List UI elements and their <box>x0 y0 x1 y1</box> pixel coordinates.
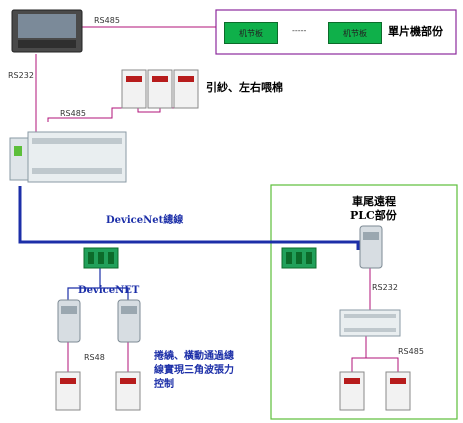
devicenet-tap-left-icon <box>83 247 119 269</box>
remote-plc-frame <box>270 184 458 420</box>
remote-title-line-1: 車尾遠程 <box>352 195 396 208</box>
devicenet-node-left-icon <box>57 299 81 343</box>
bottom-note-line-3: 控制 <box>154 379 174 390</box>
mcu-board-2: 机节板 <box>328 22 382 44</box>
devicenet-bus-label: DeviceNet總線 <box>106 215 184 226</box>
remote-devicenet-node-icon <box>359 225 383 269</box>
yinsha-label: 引紗、左右喂棉 <box>206 81 283 94</box>
inverter-remote-2-icon <box>385 371 411 411</box>
devicenet-drop-right <box>100 287 129 300</box>
remote-title-line-2: PLC部份 <box>350 209 397 222</box>
rs232-left-label: RS232 <box>8 71 34 80</box>
rs485-mid-label: RS485 <box>60 109 86 118</box>
rs232-right-label: RS232 <box>372 283 398 292</box>
bottom-note-line-1: 捲繞、橫動通過總 <box>154 351 234 362</box>
rs485-top-label: RS485 <box>94 16 120 25</box>
devicenet-node-label: DeviceNET <box>78 285 140 296</box>
mcu-section-title: 單片機部份 <box>388 25 443 38</box>
inverter-bottom-left-1-icon <box>55 371 81 411</box>
rs485-bottom-right-line <box>351 336 367 372</box>
hmi-screen-icon <box>11 9 83 53</box>
devicenet-drop-left <box>67 268 101 300</box>
devicenet-node-right-icon <box>117 299 141 343</box>
remote-plc-icon <box>339 309 401 337</box>
main-plc-icon <box>9 131 127 183</box>
mcu-section-frame <box>215 9 457 55</box>
inverter-remote-1-icon <box>339 371 365 411</box>
inverter-top-1-icon <box>121 69 147 109</box>
rs48-bottom-label: RS48 <box>84 353 105 362</box>
inverter-top-3-icon <box>173 69 199 109</box>
mcu-board-1: 机节板 <box>224 22 278 44</box>
rs485-bottom-right-label: RS485 <box>398 347 424 356</box>
devicenet-bus-line <box>18 186 360 250</box>
inverter-top-2-icon <box>147 69 173 109</box>
mcu-dashes: ----- <box>292 26 307 35</box>
rs485-bottom-right-branch <box>366 357 399 372</box>
bottom-note-line-2: 線實現三角波張力 <box>154 365 234 376</box>
inverter-bottom-left-2-icon <box>115 371 141 411</box>
devicenet-tap-right-icon <box>281 247 317 269</box>
